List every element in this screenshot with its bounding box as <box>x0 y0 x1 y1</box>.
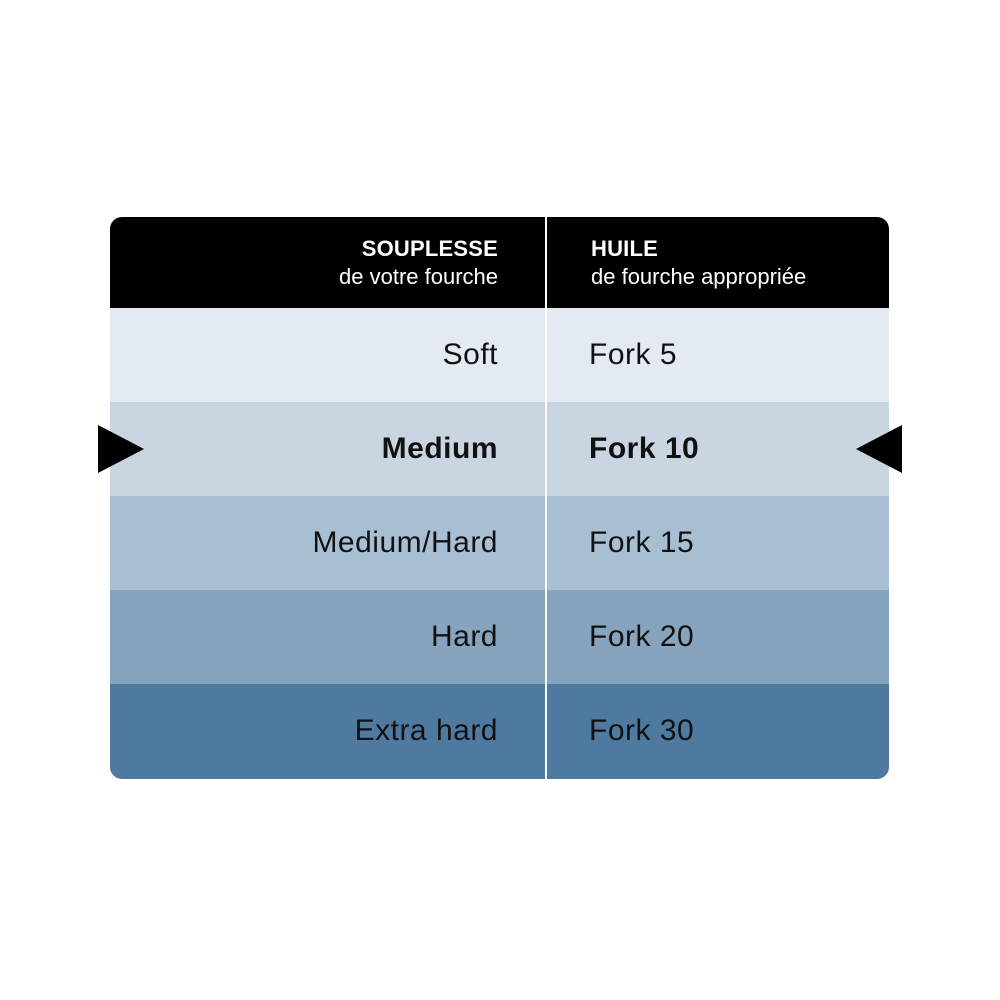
table-row: Soft Fork 5 <box>110 308 889 402</box>
stiffness-cell: Hard <box>430 620 498 653</box>
header-stiffness-subtitle: de votre fourche <box>339 264 498 289</box>
oil-cell: Fork 30 <box>589 714 695 747</box>
table-row: Medium/Hard Fork 15 <box>110 496 889 590</box>
oil-cell: Fork 5 <box>589 338 678 371</box>
header-stiffness-title: SOUPLESSE <box>361 236 498 261</box>
table-row: Medium Fork 10 <box>110 402 889 496</box>
header-stiffness: SOUPLESSE de votre fourche <box>110 217 498 308</box>
table-row: Hard Fork 20 <box>110 590 889 684</box>
stiffness-cell: Medium/Hard <box>312 526 498 559</box>
stiffness-cell: Soft <box>442 338 498 371</box>
triangle-right-icon <box>98 425 144 473</box>
fork-oil-table: SOUPLESSE de votre fourche HUILE de four… <box>110 217 889 779</box>
table-row: Extra hard Fork 30 <box>110 684 889 779</box>
stiffness-cell: Medium <box>381 432 498 465</box>
table-header: SOUPLESSE de votre fourche HUILE de four… <box>110 217 889 308</box>
header-oil-subtitle: de fourche appropriée <box>591 264 807 289</box>
header-oil-title: HUILE <box>591 236 658 261</box>
oil-cell: Fork 10 <box>589 432 700 465</box>
header-oil: HUILE de fourche appropriée <box>591 217 806 308</box>
column-divider <box>545 217 547 779</box>
oil-cell: Fork 15 <box>589 526 695 559</box>
oil-cell: Fork 20 <box>589 620 695 653</box>
triangle-left-icon <box>856 425 902 473</box>
stiffness-cell: Extra hard <box>354 714 498 747</box>
